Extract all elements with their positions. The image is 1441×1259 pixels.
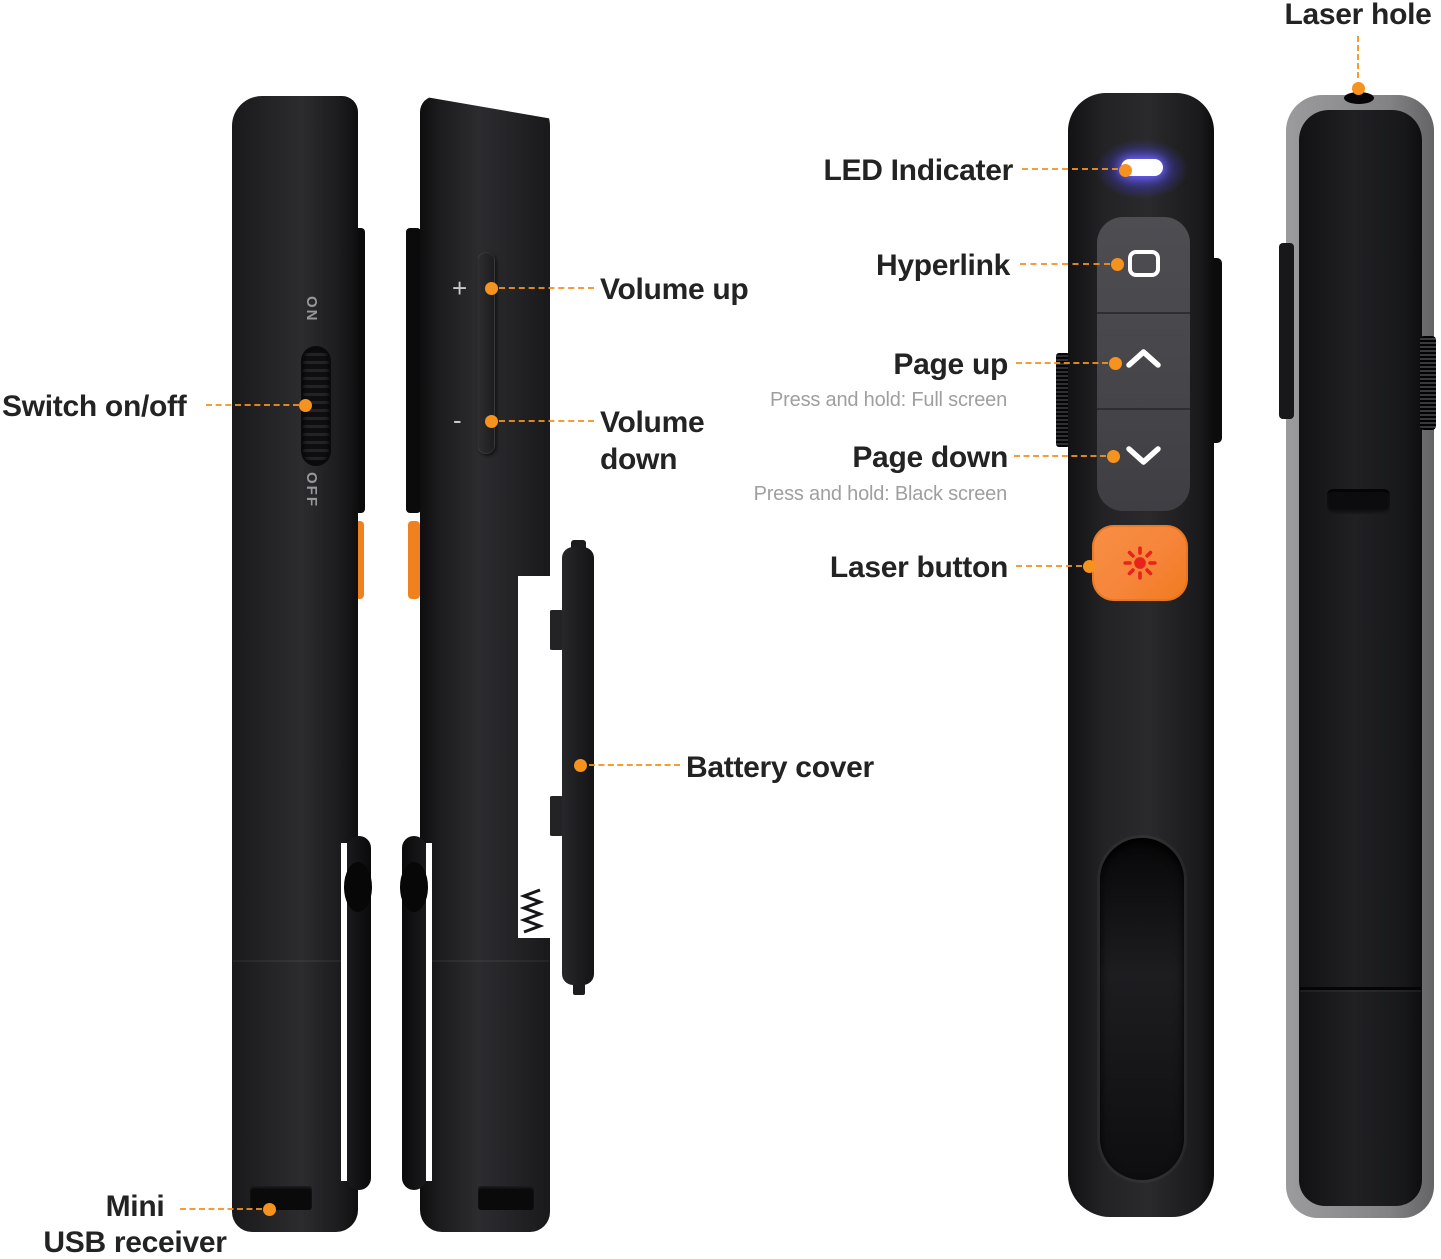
laser-button: [1092, 525, 1188, 601]
chevron-up-icon: [1126, 349, 1161, 368]
cover-latch-nub: [571, 540, 586, 551]
side-scroll-wheel: [1056, 353, 1070, 447]
volume-rocker-strip: [477, 252, 495, 454]
pocket-clip-front: [1100, 838, 1184, 1180]
clip-gap: [341, 843, 347, 1181]
top-slant-mask: [230, 26, 376, 97]
clip-gap: [426, 843, 432, 1181]
label-switch-on-off: Switch on/off: [2, 390, 187, 423]
label-mini-usb-line1: Mini: [105, 1190, 165, 1223]
leader-page-down: [1014, 455, 1106, 457]
leader-hyperlink: [1020, 263, 1110, 265]
side-scroll-wheel: [1420, 336, 1436, 430]
dot-volume-down: [485, 415, 498, 428]
label-volume-down: Volume down: [600, 406, 705, 476]
laser-button-edge-orange: [408, 521, 420, 599]
leader-mini-usb-receiver: [180, 1208, 262, 1210]
dot-mini-usb-receiver: [263, 1203, 276, 1216]
dot-laser-hole: [1352, 82, 1365, 95]
cover-latch-nub: [573, 983, 585, 995]
leader-battery-cover: [589, 764, 680, 766]
cover-latch-tab: [549, 610, 564, 650]
dot-led-indicator: [1119, 164, 1132, 177]
button-separator: [1097, 408, 1190, 410]
side-button-edge: [406, 228, 421, 513]
label-led-indicator: LED Indicater: [823, 154, 1014, 187]
chevron-down-icon: [1126, 446, 1161, 465]
cover-latch-tab: [549, 796, 564, 836]
battery-compartment-open: [518, 576, 550, 938]
label-laser-button: Laser button: [829, 551, 1008, 584]
device-back-panel: [1299, 110, 1422, 1206]
sublabel-page-down: Press and hold: Black screen: [753, 483, 1008, 505]
button-separator: [1097, 312, 1190, 314]
leader-led-indicator: [1022, 168, 1118, 170]
hyperlink-icon: [1128, 250, 1160, 277]
label-mini-usb-line2: USB receiver: [43, 1226, 227, 1259]
label-battery-cover: Battery cover: [686, 751, 874, 784]
label-mini-usb-receiver: Mini USB receiver: [40, 1189, 230, 1259]
label-hyperlink: Hyperlink: [875, 249, 1010, 282]
bottom-slot: [478, 1186, 534, 1210]
laser-hole: [1344, 92, 1374, 104]
label-volume-up: Volume up: [600, 273, 749, 306]
body-seam: [421, 960, 549, 962]
dot-laser-button: [1083, 560, 1096, 573]
body-seam: [233, 960, 357, 962]
laser-burst-icon: [1123, 546, 1157, 580]
leader-switch-on-off: [206, 404, 299, 406]
sublabel-page-up: Press and hold: Full screen: [770, 389, 1007, 411]
device-body: [232, 96, 358, 1232]
leader-volume-down: [499, 420, 594, 422]
dot-switch-on-off: [299, 399, 312, 412]
battery-cover-latch: [1327, 489, 1390, 514]
clip-knob: [400, 862, 428, 912]
leader-page-up: [1016, 362, 1108, 364]
switch-off-marking: OFF: [303, 472, 320, 508]
dot-page-up: [1109, 357, 1122, 370]
switch-on-marking: ON: [303, 296, 320, 323]
label-page-up: Page up: [893, 348, 1008, 381]
volume-strip-edge: [1279, 243, 1294, 419]
dot-hyperlink: [1111, 258, 1124, 271]
usb-receiver-slot: [250, 1186, 312, 1210]
label-page-down: Page down: [852, 441, 1008, 474]
clip-knob: [344, 862, 372, 912]
leader-volume-up: [499, 287, 594, 289]
dot-page-down: [1107, 450, 1120, 463]
volume-minus-marking: -: [453, 405, 462, 435]
volume-plus-marking: +: [452, 273, 468, 303]
leader-laser-hole: [1357, 36, 1359, 78]
battery-cover-seam: [1300, 987, 1421, 990]
label-laser-hole: Laser hole: [1284, 0, 1432, 31]
dot-volume-up: [485, 282, 498, 295]
dot-battery-cover: [574, 759, 587, 772]
battery-spring: [519, 888, 545, 934]
leader-laser-button: [1016, 565, 1082, 567]
